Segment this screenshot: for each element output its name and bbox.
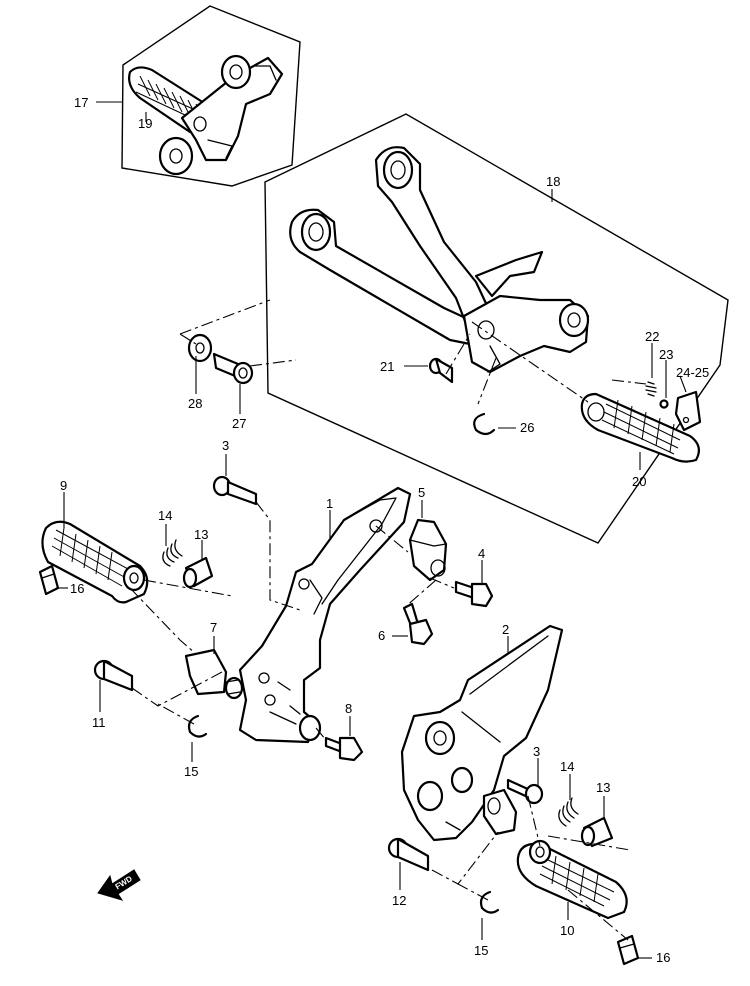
- callout-12: 12: [392, 893, 406, 908]
- callout-3-left: 3: [222, 438, 229, 453]
- washer-28: [187, 333, 213, 363]
- pin-11: [93, 659, 134, 692]
- plate-right: [482, 788, 518, 836]
- callout-16-right: 16: [656, 950, 670, 965]
- pin-12: [387, 837, 430, 872]
- bracket-2: [400, 624, 564, 842]
- bolt-3-right: [506, 778, 544, 805]
- callout-17: 17: [74, 95, 88, 110]
- callout-26: 26: [520, 420, 534, 435]
- ball-13-left: [182, 556, 214, 589]
- rear-footrest-20: [580, 392, 701, 463]
- clip-26: [473, 412, 496, 436]
- callout-10: 10: [560, 923, 574, 938]
- spring-14-right: [558, 797, 579, 827]
- callout-15-left: 15: [184, 764, 198, 779]
- leader-lines: [56, 101, 687, 959]
- callout-1: 1: [326, 496, 333, 511]
- callout-28: 28: [188, 396, 202, 411]
- callout-18: 18: [546, 174, 560, 189]
- pin-21: [428, 357, 454, 384]
- assembly-lines: [129, 299, 647, 941]
- callout-4: 4: [478, 546, 485, 561]
- ball-23: [659, 399, 669, 409]
- inset-box-17: [121, 5, 301, 187]
- callout-24-25: 24-25: [676, 365, 709, 380]
- bolt-6: [402, 602, 434, 646]
- callout-11: 11: [92, 715, 106, 730]
- bolt-8: [324, 736, 364, 762]
- callout-3-right: 3: [533, 744, 540, 759]
- callout-labels: 17 19 18 21 22 23 24-25 26 20 28 27 3 9 …: [60, 95, 709, 965]
- callout-8: 8: [345, 701, 352, 716]
- footrest-10: [516, 839, 628, 920]
- bracket-1: [238, 486, 412, 744]
- callout-5: 5: [418, 485, 425, 500]
- callout-16-left: 16: [70, 581, 84, 596]
- spring-22: [645, 381, 657, 397]
- callout-13-left: 13: [194, 527, 208, 542]
- callout-19: 19: [138, 116, 152, 131]
- rubber-16-left: [38, 564, 60, 596]
- callout-20: 20: [632, 474, 646, 489]
- passenger-footrest-assembly-17: [128, 54, 284, 176]
- callout-27: 27: [232, 416, 246, 431]
- bolt-3-left: [212, 475, 258, 506]
- clip-15-right: [479, 890, 500, 914]
- callout-9: 9: [60, 478, 67, 493]
- forward-arrow-icon: FWD: [97, 869, 141, 901]
- plate-24-25: [674, 390, 702, 432]
- inset-box-18: [264, 113, 729, 544]
- plate-7: [184, 648, 244, 700]
- callout-23: 23: [659, 347, 673, 362]
- callout-22: 22: [645, 329, 659, 344]
- callout-15-right: 15: [474, 943, 488, 958]
- callout-21: 21: [380, 359, 394, 374]
- bushing-5: [408, 518, 448, 582]
- callout-14-right: 14: [560, 759, 574, 774]
- frame-bracket-18: [289, 146, 590, 374]
- bolt-27: [212, 352, 254, 385]
- ball-13-right: [580, 816, 614, 848]
- callout-2: 2: [502, 622, 509, 637]
- rubber-16-right: [616, 934, 640, 966]
- bolt-4: [454, 580, 494, 608]
- callout-7: 7: [210, 620, 217, 635]
- clip-15-left: [187, 714, 208, 738]
- callout-14-left: 14: [158, 508, 172, 523]
- callout-6: 6: [378, 628, 385, 643]
- callout-13-right: 13: [596, 780, 610, 795]
- spring-14-left: [162, 539, 183, 567]
